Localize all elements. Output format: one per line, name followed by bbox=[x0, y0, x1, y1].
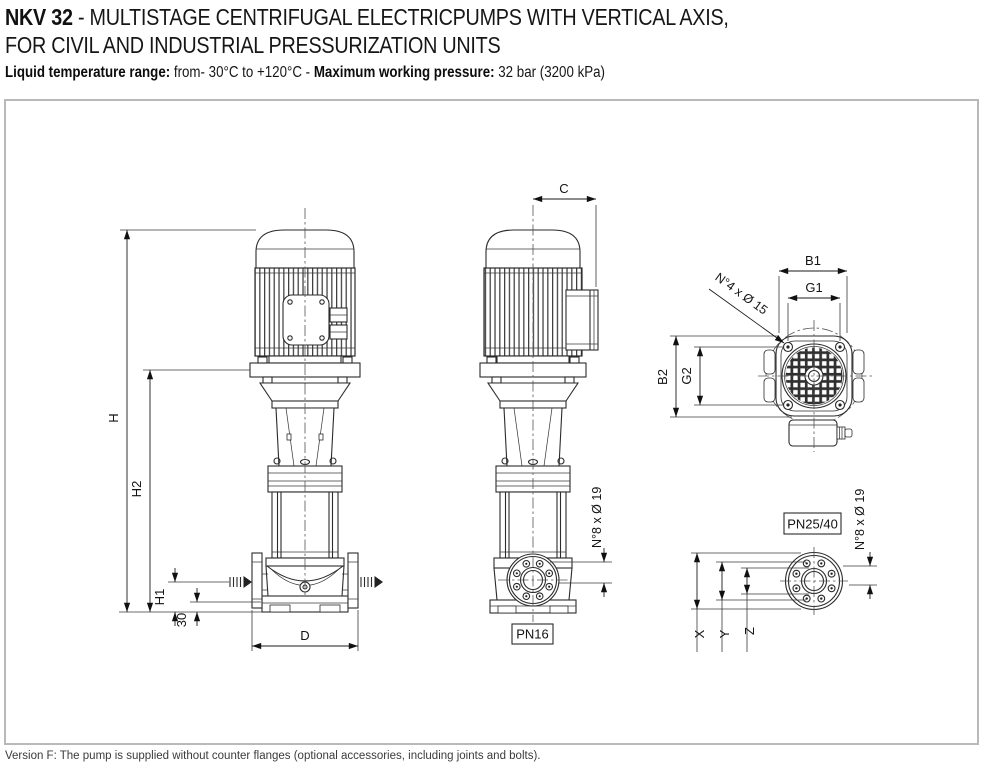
side-view-dimensions: C N°8 x Ø 19 PN16 bbox=[511, 181, 612, 645]
inlet-flow-arrow bbox=[229, 576, 252, 588]
page-title: NKV 32 - MULTISTAGE CENTRIFUGAL ELECTRIC… bbox=[5, 4, 729, 31]
temp-range-label: Liquid temperature range: bbox=[5, 64, 171, 81]
dim-label-z: Z bbox=[742, 627, 757, 635]
dim-label-g2: G2 bbox=[679, 367, 694, 384]
motor-bolt-count-label: N°4 x Ø 15 bbox=[712, 270, 770, 317]
dim-label-x: X bbox=[692, 629, 707, 638]
outlet-flow-arrow bbox=[360, 576, 383, 588]
dim-label-h: H bbox=[106, 413, 121, 422]
spec-line: Liquid temperature range: from- 30°C to … bbox=[5, 64, 605, 82]
page-title-line2: FOR CIVIL AND INDUSTRIAL PRESSURIZATION … bbox=[5, 32, 501, 58]
dim-label-30: 30 bbox=[174, 613, 189, 627]
dim-label-b2: B2 bbox=[655, 369, 670, 385]
side-view bbox=[479, 205, 599, 622]
temp-range-value: from- 30°C to +120°C - bbox=[170, 64, 314, 81]
front-view bbox=[229, 208, 383, 613]
pn16-bolt-count-label: N°8 x Ø 19 bbox=[590, 487, 604, 548]
dim-label-h2: H2 bbox=[129, 481, 144, 498]
pn25-40-rating-label: PN25/40 bbox=[787, 517, 838, 532]
counter-flange-dimensions: X Y Z N°8 x Ø 19 PN25/40 bbox=[691, 489, 877, 652]
dim-label-b1: B1 bbox=[805, 253, 821, 268]
dim-label-c: C bbox=[559, 181, 568, 196]
dim-label-h1: H1 bbox=[152, 589, 167, 606]
title-text: - MULTISTAGE CENTRIFUGAL ELECTRICPUMPS W… bbox=[72, 4, 729, 30]
pump-model: NKV 32 bbox=[5, 4, 73, 30]
pn16-rating-label: PN16 bbox=[516, 627, 549, 642]
counter-flange-view bbox=[780, 547, 848, 615]
dim-label-d: D bbox=[300, 628, 309, 643]
pressure-label: Maximum working pressure: bbox=[313, 64, 495, 81]
dim-label-y: Y bbox=[717, 629, 732, 638]
pn25-40-bolt-count-label: N°8 x Ø 19 bbox=[853, 489, 867, 550]
motor-top-view bbox=[758, 320, 872, 452]
pressure-value: 32 bar (3200 kPa) bbox=[494, 64, 605, 81]
dim-label-g1: G1 bbox=[805, 280, 822, 295]
footnote: Version F: The pump is supplied without … bbox=[5, 750, 541, 762]
front-view-dimensions: H H2 H1 30 D bbox=[106, 229, 359, 651]
